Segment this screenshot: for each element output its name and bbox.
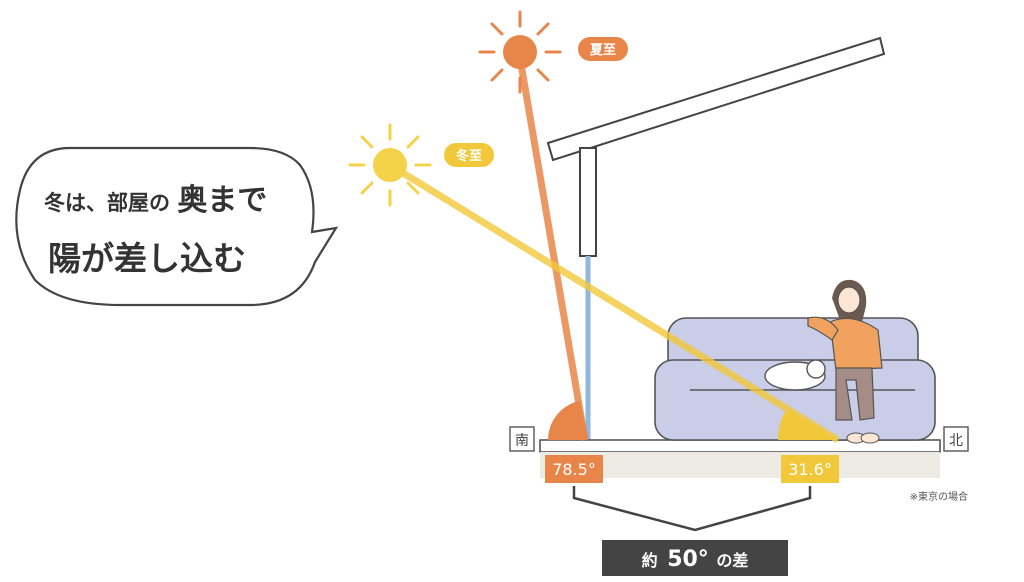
difference-connector bbox=[572, 486, 812, 532]
svg-text:31.6°: 31.6° bbox=[788, 460, 832, 479]
bubble-line1-small: 冬は、部屋の bbox=[44, 191, 170, 215]
winter-sun-ray bbox=[388, 162, 840, 443]
svg-text:冬至: 冬至 bbox=[456, 148, 482, 164]
south-label: 南 bbox=[509, 426, 535, 452]
difference-label: 約 50° の差 bbox=[602, 540, 788, 576]
svg-text:78.5°: 78.5° bbox=[552, 460, 596, 479]
summer-sun-icon bbox=[478, 10, 562, 94]
svg-text:北: 北 bbox=[949, 433, 963, 449]
cat bbox=[764, 359, 826, 391]
summer-label: 夏至 bbox=[578, 37, 628, 61]
speech-bubble: 冬は、部屋の 奥まで 陽が差し込む bbox=[15, 146, 339, 307]
north-label: 北 bbox=[943, 426, 969, 452]
summer-sun-ray bbox=[515, 51, 589, 441]
winter-sun-icon bbox=[348, 123, 432, 207]
bubble-line2: 陽が差し込む bbox=[48, 239, 246, 278]
svg-text:冬は、部屋の 奥まで: 冬は、部屋の 奥まで bbox=[44, 183, 267, 218]
bubble-line1-big: 奥まで bbox=[177, 183, 267, 218]
floor bbox=[539, 439, 941, 478]
summer-angle-label: 78.5° bbox=[545, 455, 603, 483]
roof bbox=[546, 36, 886, 257]
roof-post bbox=[579, 147, 597, 257]
svg-text:南: 南 bbox=[515, 433, 529, 449]
winter-label: 冬至 bbox=[444, 143, 494, 167]
svg-text:約 50° の差: 約 50° の差 bbox=[642, 547, 749, 572]
winter-angle-label: 31.6° bbox=[781, 455, 839, 483]
person bbox=[807, 279, 883, 444]
svg-text:夏至: 夏至 bbox=[589, 43, 616, 58]
note-text: ※東京の場合 bbox=[910, 490, 968, 503]
